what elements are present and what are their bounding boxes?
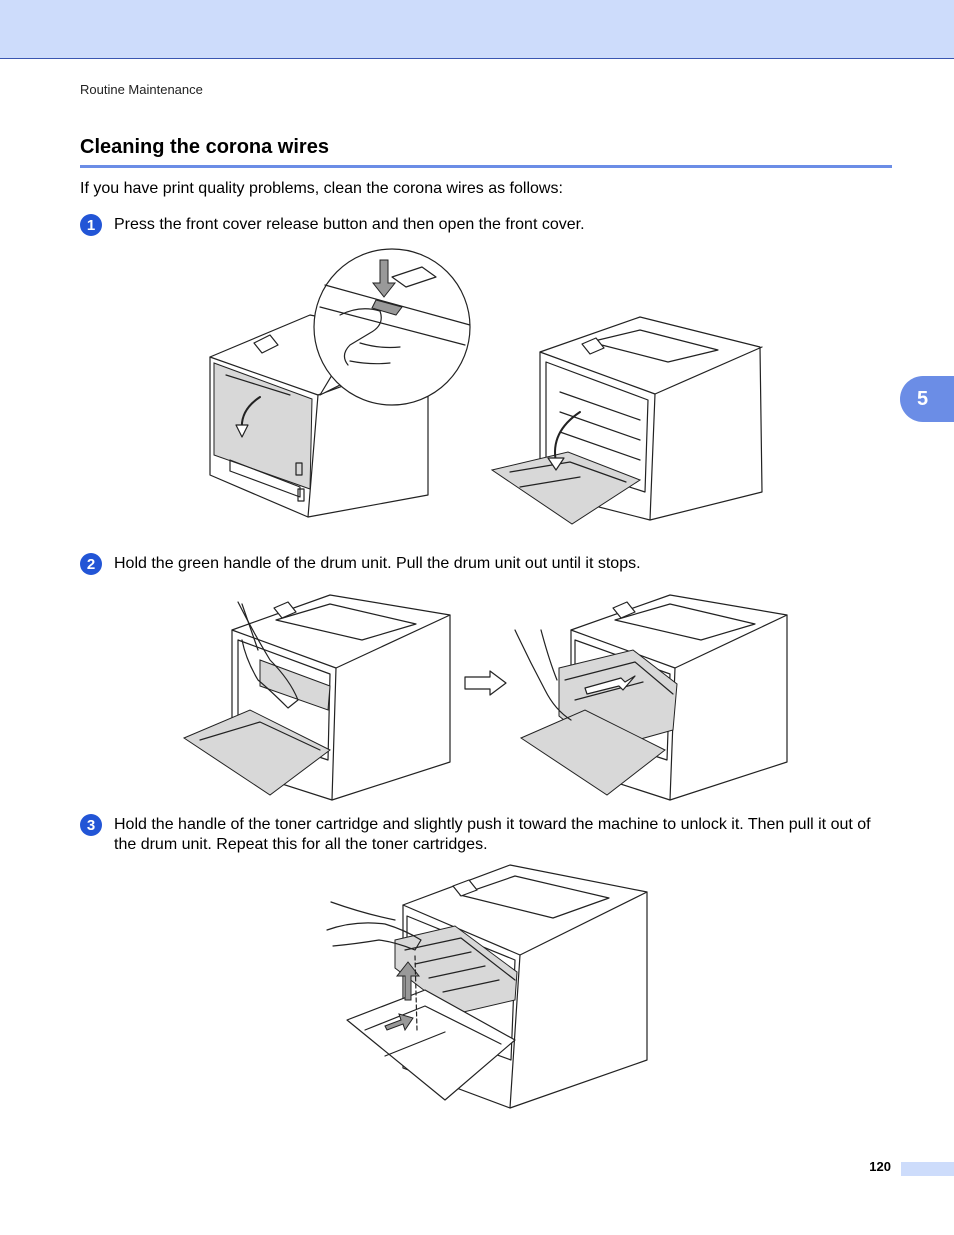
page-number: 120 bbox=[869, 1159, 891, 1174]
step-1-badge: 1 bbox=[80, 214, 102, 236]
intro-text: If you have print quality problems, clea… bbox=[80, 180, 563, 197]
running-header: Routine Maintenance bbox=[80, 82, 203, 97]
arrow-right-icon bbox=[464, 670, 508, 696]
step-1-text: Press the front cover release button and… bbox=[114, 216, 585, 233]
page-number-bar bbox=[901, 1162, 954, 1176]
figure-printer-front-cover-release bbox=[200, 245, 480, 525]
section-title: Cleaning the corona wires bbox=[80, 136, 329, 158]
figure-printer-front-cover-open bbox=[490, 312, 770, 552]
figure-remove-toner-cartridge bbox=[325, 860, 655, 1115]
step-2-badge: 2 bbox=[80, 553, 102, 575]
step-2-text: Hold the green handle of the drum unit. … bbox=[114, 555, 641, 572]
figure-drum-pulled-out bbox=[515, 590, 795, 805]
chapter-tab[interactable]: 5 bbox=[900, 376, 954, 422]
step-3-badge: 3 bbox=[80, 814, 102, 836]
step-3-text: Hold the handle of the toner cartridge a… bbox=[114, 816, 871, 853]
title-rule bbox=[80, 165, 892, 168]
top-header-band bbox=[0, 0, 954, 59]
figure-grasp-drum-handle bbox=[180, 590, 460, 805]
